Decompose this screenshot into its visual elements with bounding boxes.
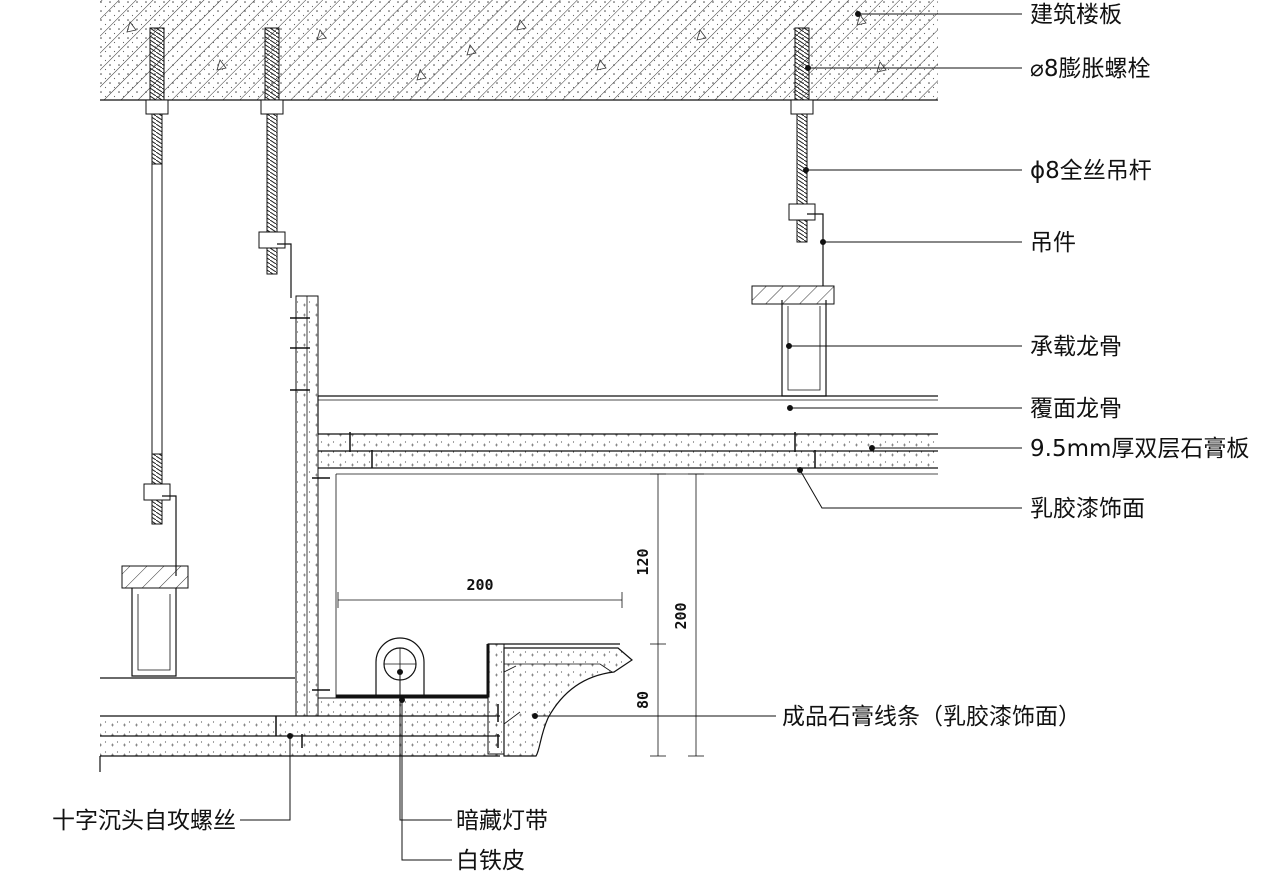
rod-left xyxy=(143,27,177,576)
dim-height-80: 80 xyxy=(634,691,652,709)
dimension-lines xyxy=(337,473,704,757)
light-trough xyxy=(317,643,620,755)
main-keel-right xyxy=(751,285,835,397)
main-keel-left xyxy=(121,565,189,677)
dim-width-200: 200 xyxy=(466,576,493,594)
label-latex-paint: 乳胶漆饰面 xyxy=(1030,496,1145,522)
label-gypsum-molding: 成品石膏线条（乳胶漆饰面） xyxy=(782,704,1081,730)
cover-keel xyxy=(100,395,938,679)
label-threaded-rod: ɸ8全丝吊杆 xyxy=(1030,158,1152,184)
label-main-keel: 承载龙骨 xyxy=(1030,334,1122,360)
label-hidden-light: 暗藏灯带 xyxy=(456,808,548,834)
label-gypsum-board: 9.5mm厚双层石膏板 xyxy=(1030,436,1249,462)
label-hanger: 吊件 xyxy=(1030,230,1076,256)
leader-lines xyxy=(240,11,1022,861)
drop-panel xyxy=(295,295,337,717)
gypsum-board-upper xyxy=(318,433,938,475)
gypsum-molding xyxy=(503,647,633,757)
rod-middle xyxy=(258,27,292,298)
dim-height-200: 200 xyxy=(672,602,690,629)
dim-height-120: 120 xyxy=(634,548,652,575)
label-floor-slab: 建筑楼板 xyxy=(1030,2,1122,28)
label-expansion-bolt: ⌀8膨胀螺栓 xyxy=(1030,56,1150,82)
gypsum-board-lower xyxy=(99,715,500,772)
screws xyxy=(275,317,816,748)
label-tin-sheet: 白铁皮 xyxy=(456,848,525,874)
floor-slab xyxy=(100,0,938,101)
label-screw: 十字沉头自攻螺丝 xyxy=(52,808,236,834)
label-cover-keel: 覆面龙骨 xyxy=(1030,396,1122,422)
rod-right xyxy=(788,27,824,286)
